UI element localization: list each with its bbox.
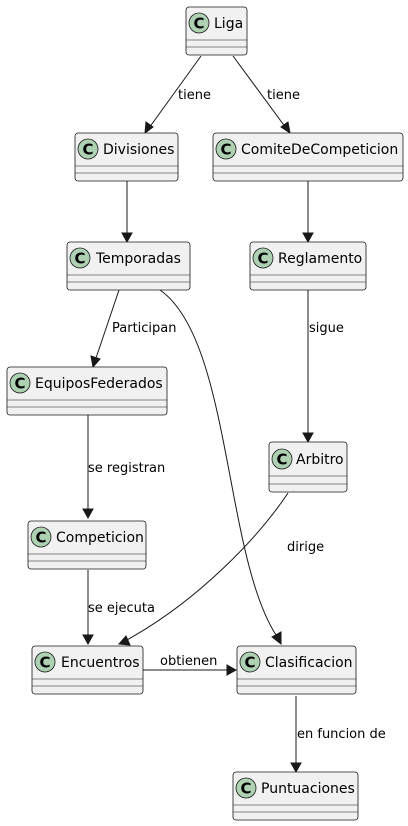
class-name-arbitro: Arbitro [296,452,344,468]
class-name-equipos: EquiposFederados [35,376,163,392]
relation-label-temporadas-equipos: Participan [112,321,177,336]
class-equipos-federados: C EquiposFederados [6,366,168,416]
class-name-liga: Liga [214,16,243,32]
class-c-letter: C [220,141,231,159]
relation-competicion-encuentros: se ejecuta [82,570,155,646]
relation-clasificacion-puntuaciones: en funcion de [290,696,386,774]
relation-temporadas-equipos: Participan [90,289,177,369]
relation-arbitro-encuentros: dirige [117,492,324,646]
class-name-temporadas: Temporadas [95,251,181,267]
relation-liga-divisiones: tiene [144,55,211,135]
class-c-letter: C [74,250,85,268]
class-name-competicion: Competicion [56,530,144,546]
class-c-letter: C [39,654,50,672]
class-c-icon [188,12,210,34]
class-name-comite: ComiteDeCompeticion [241,142,398,158]
class-competicion: C Competicion [27,520,147,570]
class-puntuaciones: C Puntuaciones [232,771,359,821]
class-encuentros: C Encuentros [31,645,144,695]
class-c-icon [30,526,52,548]
class-name-reglamento: Reglamento [278,251,362,267]
class-name-encuentros: Encuentros [61,655,140,671]
class-c-letter: C [240,780,251,798]
class-c-icon [239,651,261,673]
relation-encuentros-clasificacion: obtienen [143,654,238,676]
class-c-letter: C [193,15,204,33]
class-name-clasificacion: Clasificacion [265,655,353,671]
class-arbitro: C Arbitro [268,441,348,493]
class-c-letter: C [244,654,255,672]
class-c-icon [9,372,31,394]
relation-label-arbitro-encuentros: dirige [287,540,324,555]
class-c-letter: C [276,451,287,469]
relation-temporadas-clasificacion [159,289,282,646]
relation-label-liga-comite: tiene [267,88,300,103]
relation-liga-comite: tiene [232,55,300,135]
relation-divisiones-temporadas [121,181,133,244]
class-c-icon [77,138,99,160]
class-c-icon [235,777,257,799]
class-reglamento: C Reglamento [249,241,367,291]
class-temporadas: C Temporadas [66,241,191,291]
relation-equipos-competicion: se registran [82,415,165,520]
relation-label-competicion-encuentros: se ejecuta [88,601,155,616]
class-clasificacion: C Clasificacion [236,645,357,695]
class-c-icon [69,247,91,269]
class-name-divisiones: Divisiones [103,142,174,158]
class-comite-de-competicion: C ComiteDeCompeticion [212,132,404,182]
relation-reglamento-arbitro: sigue [302,290,344,444]
class-c-letter: C [82,141,93,159]
class-c-icon [252,247,274,269]
relation-label-liga-divisiones: tiene [178,88,211,103]
class-liga: C Liga [185,6,248,56]
class-c-icon [34,651,56,673]
class-divisiones: C Divisiones [74,132,179,182]
class-c-icon [271,448,293,470]
class-c-letter: C [257,250,268,268]
class-name-puntuaciones: Puntuaciones [261,781,355,797]
class-c-letter: C [14,375,25,393]
relation-label-clasificacion-puntuaciones: en funcion de [297,727,386,742]
relation-label-encuentros-clasificacion: obtienen [160,654,217,669]
relation-label-equipos-competicion: se registran [88,461,165,476]
relation-comite-reglamento [302,181,314,244]
class-c-icon [215,138,237,160]
relation-label-reglamento-arbitro: sigue [309,321,344,336]
class-c-letter: C [35,529,46,547]
